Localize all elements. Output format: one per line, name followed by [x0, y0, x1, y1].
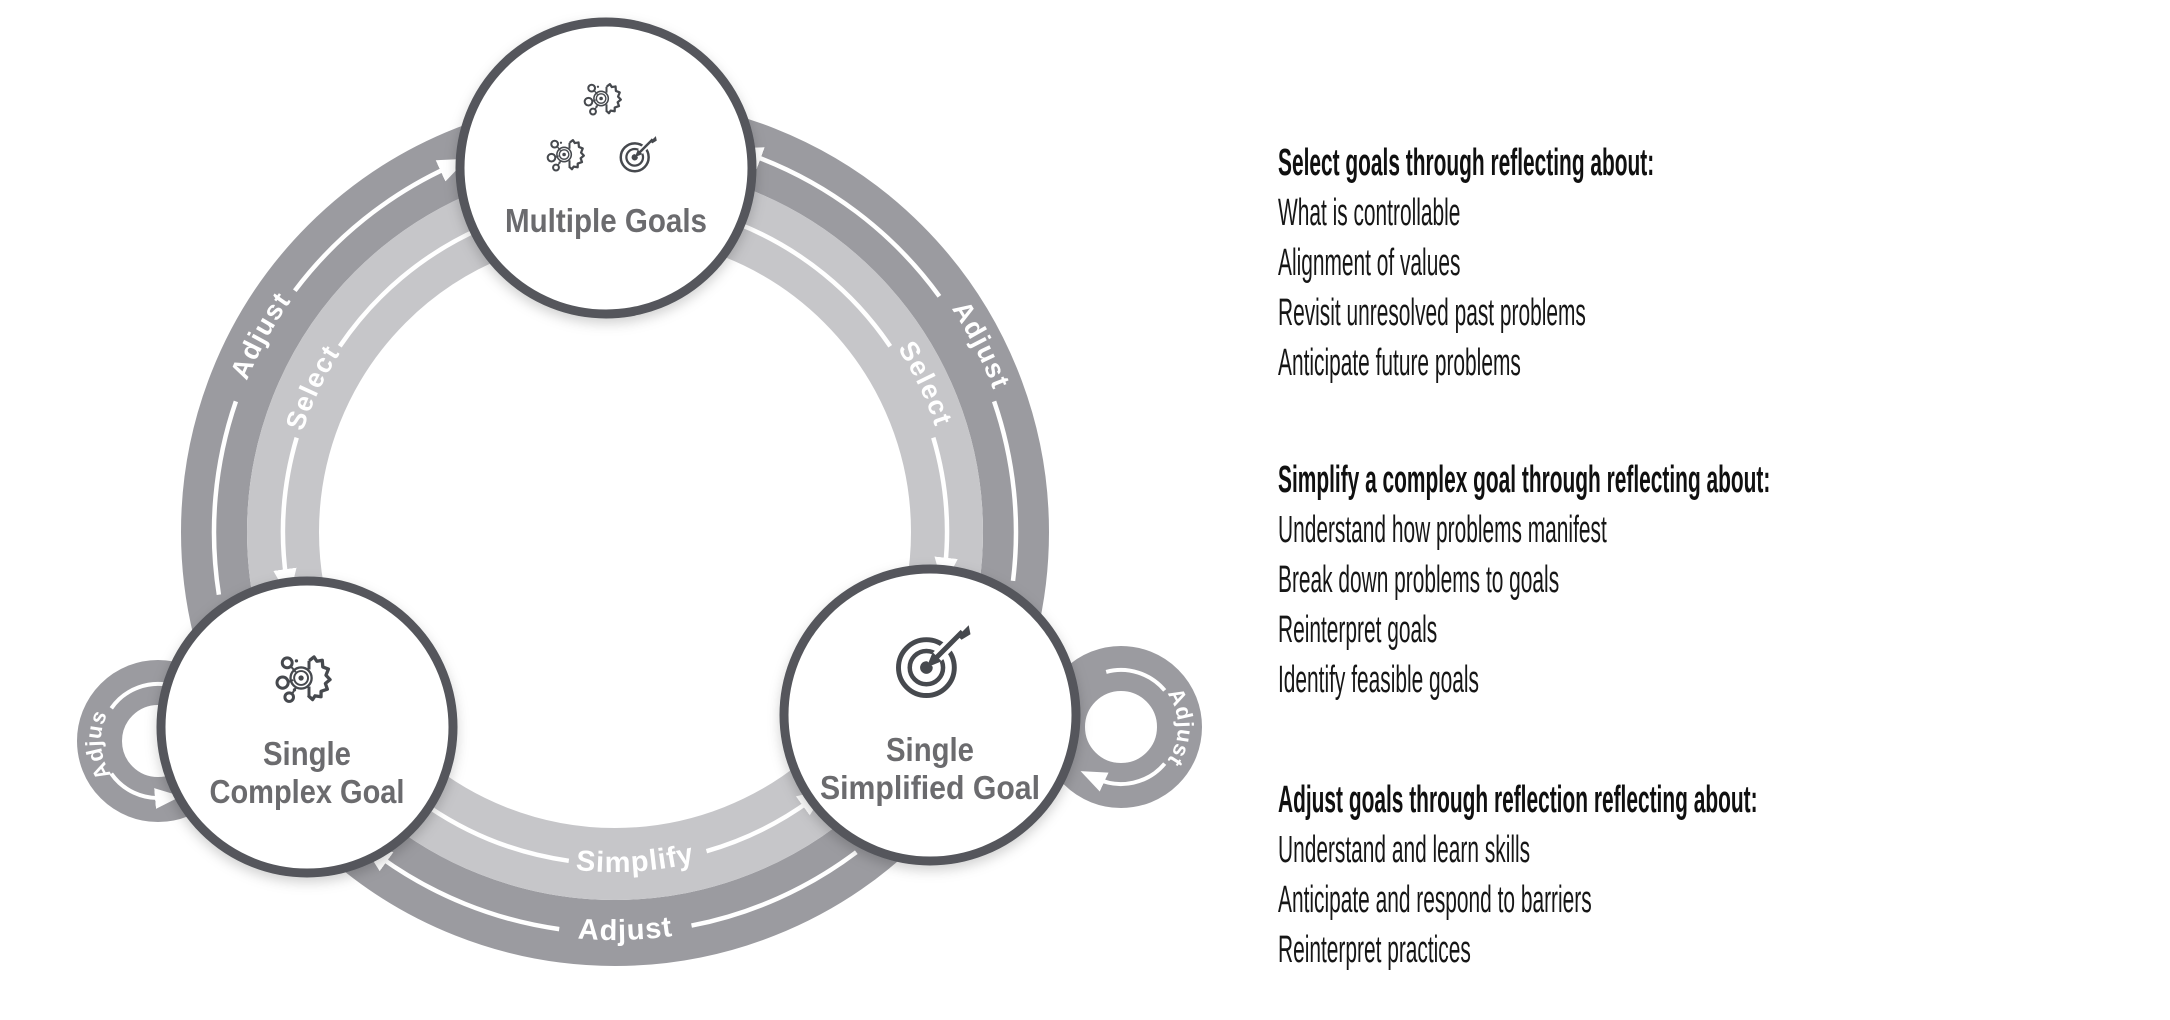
svg-text:Adjust: Adjust — [577, 911, 674, 947]
panel-item: Understand how problems manifest — [1278, 509, 1607, 551]
node-multiple-goals — [455, 17, 757, 319]
arrow-right-loop-head — [1080, 762, 1167, 792]
panel-item: Reinterpret practices — [1278, 929, 1471, 971]
panel-item: Alignment of values — [1278, 242, 1461, 284]
arrow-bottom-inner-tail — [428, 805, 570, 864]
panel-item: Anticipate and respond to barriers — [1278, 879, 1592, 921]
panel-heading: Select goals through reflecting about: — [1278, 142, 1655, 184]
arrow-left-inner-head — [273, 437, 299, 599]
label-single-complex-2: Complex Goal — [210, 773, 405, 810]
label-multiple-goals: Multiple Goals — [505, 202, 707, 239]
arrow-left-outer-tail — [211, 400, 239, 596]
panel-item: Understand and learn skills — [1278, 829, 1531, 871]
loop-label-left-adjust: Adjust — [0, 0, 115, 784]
panel-select-goals: Select goals through reflecting about: W… — [1278, 138, 2170, 388]
panel-item: Identify feasible goals — [1278, 659, 1479, 701]
arrow-bottom-outer-tail — [691, 850, 858, 928]
node-single-simplified-goal — [779, 564, 1081, 866]
panel-adjust-goals: Adjust goals through reflection reflecti… — [1278, 775, 2170, 975]
arrow-bottom-inner-head — [705, 788, 827, 854]
panel-item: Revisit unresolved past problems — [1278, 292, 1586, 334]
panel-item: Reinterpret goals — [1278, 609, 1438, 651]
arrow-left-inner-tail — [337, 226, 481, 348]
arrow-right-outer-tail — [991, 400, 1019, 582]
label-single-simplified-1: Single — [886, 731, 974, 768]
panel-heading: Simplify a complex goal through reflecti… — [1278, 459, 1771, 501]
arrow-left-outer-head — [293, 158, 468, 293]
ring-label-bottom-adjust: Adjust — [577, 911, 673, 947]
svg-text:Adjust: Adjust — [0, 0, 116, 784]
arrow-left-loop-head — [109, 772, 181, 809]
goal-cycle-diagram: Adjust Select Adjust Select Simplify Adj… — [0, 0, 1202, 966]
arrow-right-inner-tail — [738, 222, 893, 348]
arrow-right-inner-head — [931, 437, 958, 587]
panel-heading: Adjust goals through reflection reflecti… — [1278, 779, 1758, 821]
panel-simplify-goal: Simplify a complex goal through reflecti… — [1278, 455, 2170, 705]
arrow-right-outer-head — [733, 147, 942, 298]
arrow-right-loop-tail — [1105, 668, 1167, 692]
panel-item: Break down problems to goals — [1278, 559, 1560, 601]
node-single-complex-goal — [156, 576, 458, 878]
panel-item: What is controllable — [1278, 192, 1461, 234]
panel-item: Anticipate future problems — [1278, 342, 1521, 384]
label-single-complex-1: Single — [263, 735, 351, 772]
label-single-simplified-2: Simplified Goal — [820, 769, 1040, 806]
arrow-bottom-outer-head — [362, 844, 560, 932]
